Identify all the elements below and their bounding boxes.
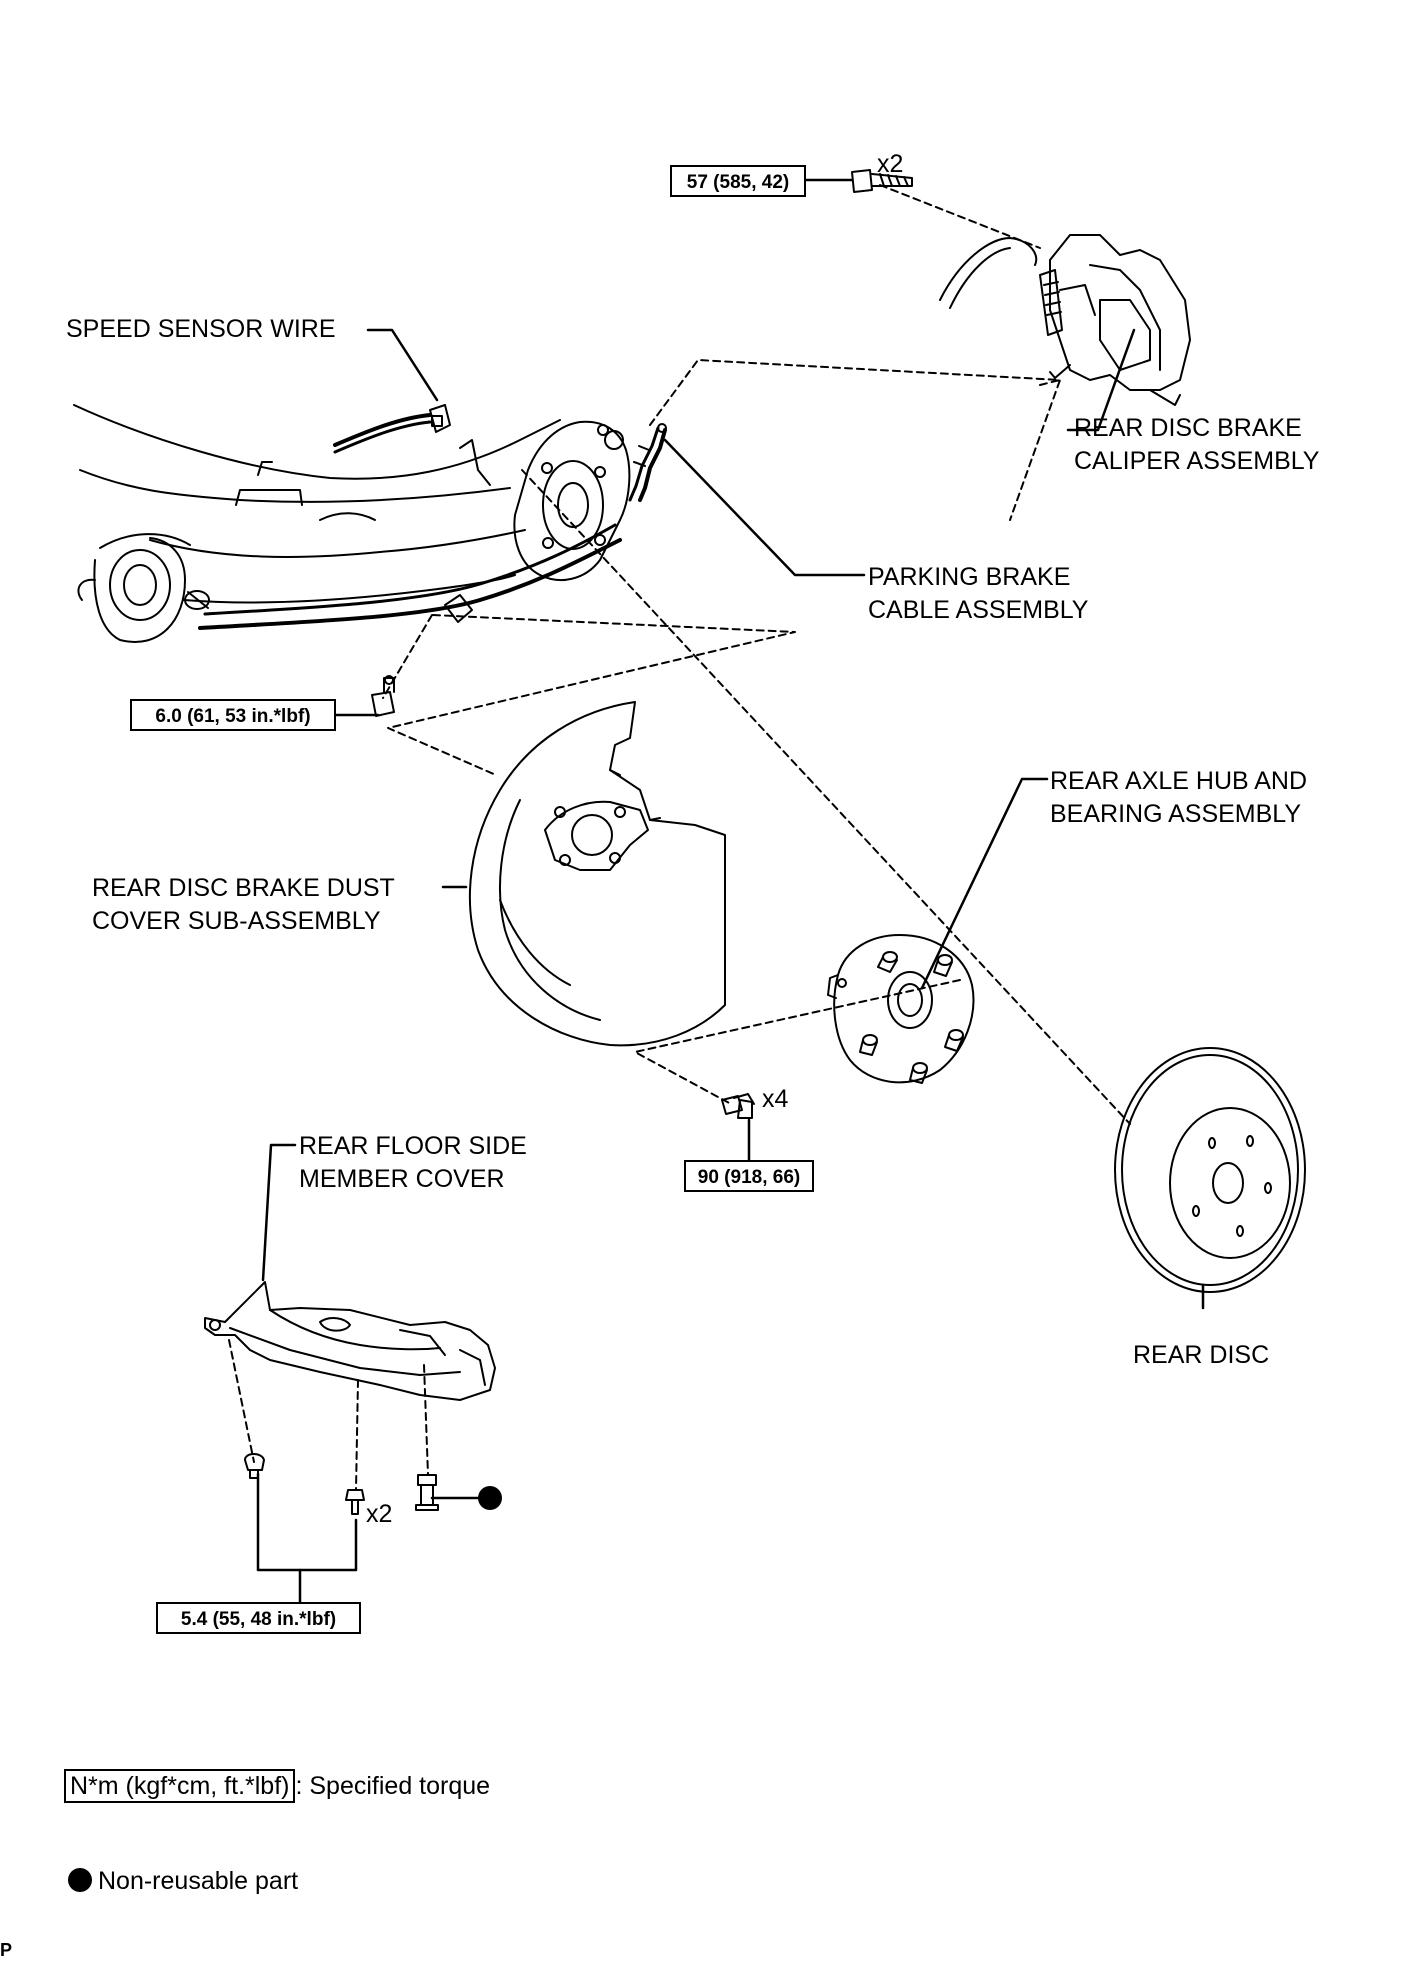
hub-studs [859,951,964,1084]
legend-non-reusable: Non-reusable part [68,1866,298,1896]
axle-hub [827,934,975,1084]
torque-hub-bolt: 90 (918, 66) [684,1160,814,1192]
cable-bolt [371,675,395,717]
legend-non-reusable-text: Non-reusable part [98,1867,299,1895]
label-floor-member-cover: REAR FLOOR SIDE MEMBER COVER [299,1132,527,1193]
knuckle [513,420,631,581]
label-caliper-assembly: REAR DISC BRAKE CALIPER ASSEMBLY [1074,414,1320,475]
cover-fasteners [244,1453,439,1515]
legend-torque: N*m (kgf*cm, ft.*lbf): Specified torque [64,1769,490,1803]
label-axle-hub: REAR AXLE HUB AND BEARING ASSEMBLY [1050,767,1308,828]
speed-sensor-wire [333,404,451,454]
label-rear-disc: REAR DISC [1133,1341,1270,1369]
caliper-assembly [939,234,1191,406]
axle-beam [73,404,561,643]
qty-hub-bolt: x4 [762,1085,789,1113]
torque-cable-bolt: 6.0 (61, 53 in.*lbf) [130,699,336,731]
parking-brake-cable [198,423,667,630]
floor-member-cover [204,1281,496,1401]
non-reusable-dot [478,1486,502,1510]
legend-torque-unit: N*m (kgf*cm, ft.*lbf) [64,1769,296,1803]
corner-mark: P [0,1940,13,1960]
torque-caliper-bolt: 57 (585, 42) [670,165,806,197]
qty-cover-bolt: x2 [366,1500,393,1528]
legend-torque-text: : Specified torque [295,1772,491,1800]
dust-cover [468,701,726,1047]
label-speed-sensor-wire: SPEED SENSOR WIRE [66,315,336,343]
hub-bolt [721,1093,755,1119]
non-reusable-legend-icon [68,1868,92,1892]
rear-disc [1114,1047,1306,1293]
label-parking-brake-cable: PARKING BRAKE CABLE ASSEMBLY [868,563,1089,624]
caliper-bolt [851,169,913,193]
qty-caliper-bolt: x2 [877,150,904,178]
leader-lines [256,178,1205,1604]
label-dust-cover: REAR DISC BRAKE DUST COVER SUB-ASSEMBLY [92,874,395,935]
dashed-lines [228,184,1131,1491]
torque-cover-bolts: 5.4 (55, 48 in.*lbf) [156,1602,361,1634]
